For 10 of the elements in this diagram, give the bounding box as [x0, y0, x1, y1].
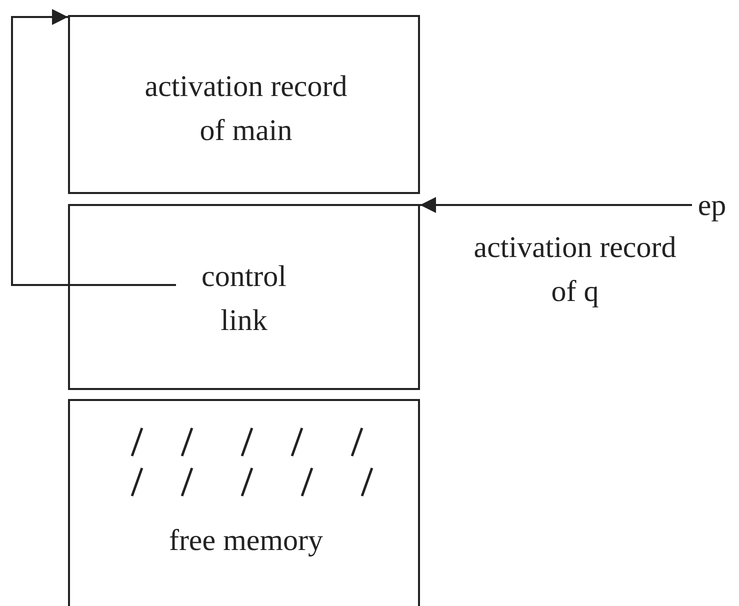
block-label: activation record of main	[144, 69, 348, 149]
arrow	[420, 197, 692, 213]
region-label: activation record of q	[472, 230, 678, 310]
node-label: control link	[178, 255, 310, 343]
memory-block	[68, 399, 420, 606]
block-label: free memory	[168, 523, 324, 559]
memory-block	[68, 15, 420, 194]
arrow	[11, 9, 176, 286]
memory-block	[68, 204, 420, 390]
pointer-label: ep	[692, 184, 732, 228]
